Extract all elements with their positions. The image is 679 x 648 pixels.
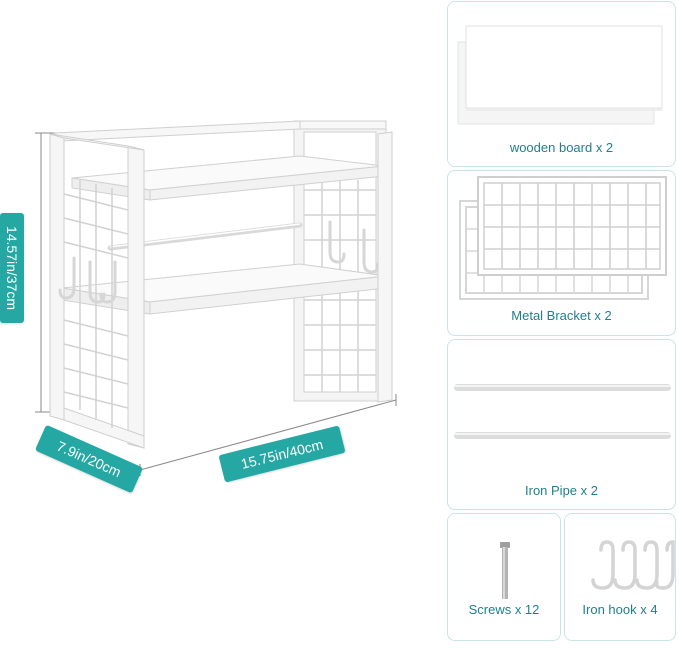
part-label: wooden board x 2 [509,140,614,155]
iron-pipe-icon [454,384,671,439]
part-label: Metal Bracket x 2 [511,308,612,323]
part-panel-iron-pipe: Iron Pipe x 2 [447,339,676,510]
wooden-board-icon [457,25,663,125]
part-panel-metal-bracket: Metal Bracket x 2 [447,170,676,336]
shelf-hooks [58,220,380,304]
part-panel-screws: Screws x 12 [447,513,561,641]
iron-hook-icon [591,540,675,590]
screw-icon [500,542,510,599]
part-label: Iron Pipe x 2 [525,483,598,498]
part-label: Screws x 12 [468,602,540,617]
product-illustration: 14.57in/37cm 7.9in/20cm 15.75in/40cm [0,120,397,494]
part-label: Iron hook x 4 [582,602,658,617]
height-dimension-label: 14.57in/37cm [0,213,24,323]
part-panel-iron-hook: Iron hook x 4 [564,513,676,641]
shelf-rack-drawing [35,120,397,476]
metal-bracket-icon [459,176,667,300]
part-panel-wooden-board: wooden board x 2 [447,1,676,167]
